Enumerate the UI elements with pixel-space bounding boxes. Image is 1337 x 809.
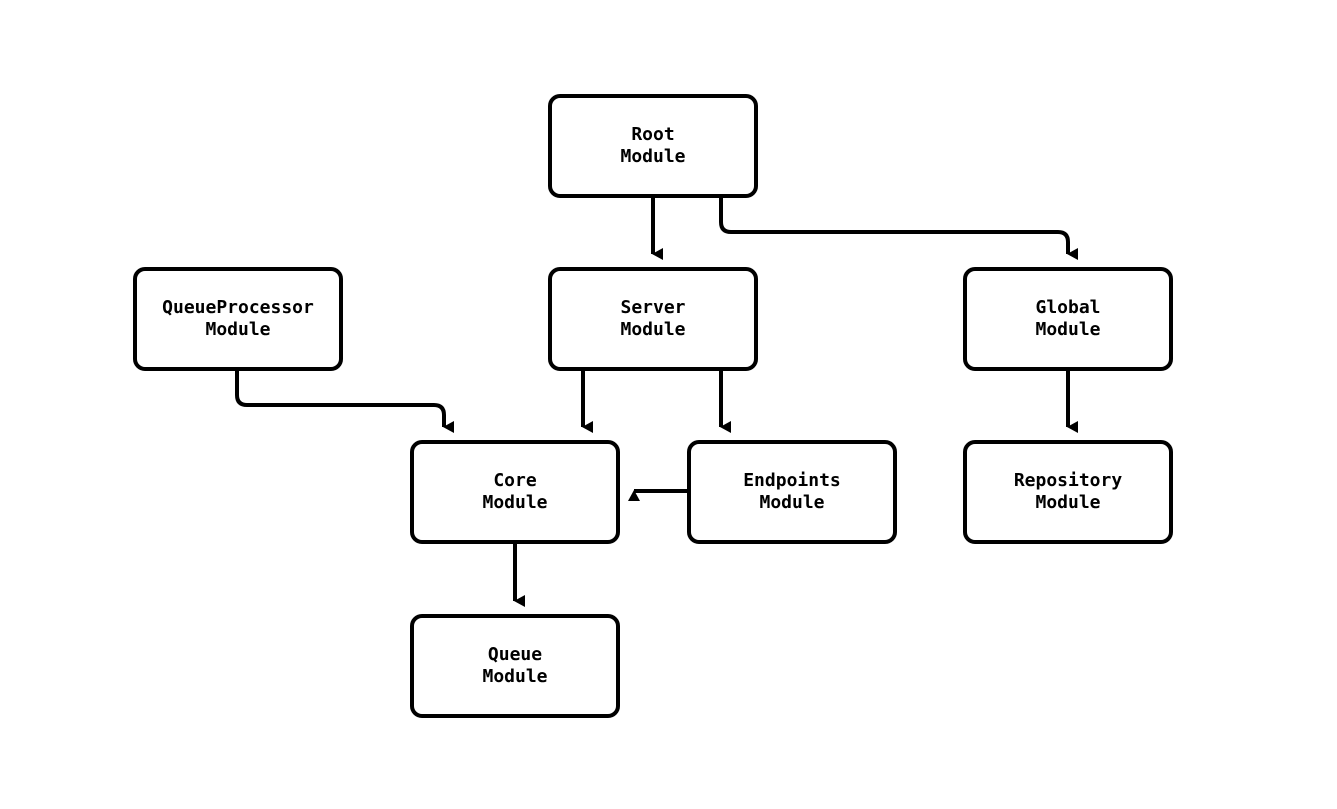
node-label-primary: Root bbox=[631, 124, 675, 145]
node-label-secondary: Module bbox=[205, 319, 271, 340]
node-label-secondary: Module bbox=[482, 492, 548, 513]
edge-queueprocessor-to-core bbox=[235, 371, 454, 433]
node-label-secondary: Module bbox=[620, 319, 686, 340]
node-label-secondary: Module bbox=[620, 146, 686, 167]
node-label-secondary: Module bbox=[759, 492, 825, 513]
node-label-secondary: Module bbox=[1035, 492, 1101, 513]
node-label-primary: QueueProcessor bbox=[162, 297, 314, 318]
edge-root-to-global bbox=[719, 198, 1078, 260]
node-label-primary: Server bbox=[620, 297, 686, 318]
node-label-primary: Endpoints bbox=[743, 470, 841, 491]
node-label-primary: Core bbox=[493, 470, 537, 491]
node-label-primary: Repository bbox=[1013, 470, 1123, 491]
node-label-primary: Queue bbox=[487, 644, 543, 665]
node-label-secondary: Module bbox=[482, 666, 548, 687]
node-label-secondary: Module bbox=[1035, 319, 1101, 340]
edges-group bbox=[235, 198, 1078, 607]
node-label-primary: Global bbox=[1035, 297, 1101, 318]
